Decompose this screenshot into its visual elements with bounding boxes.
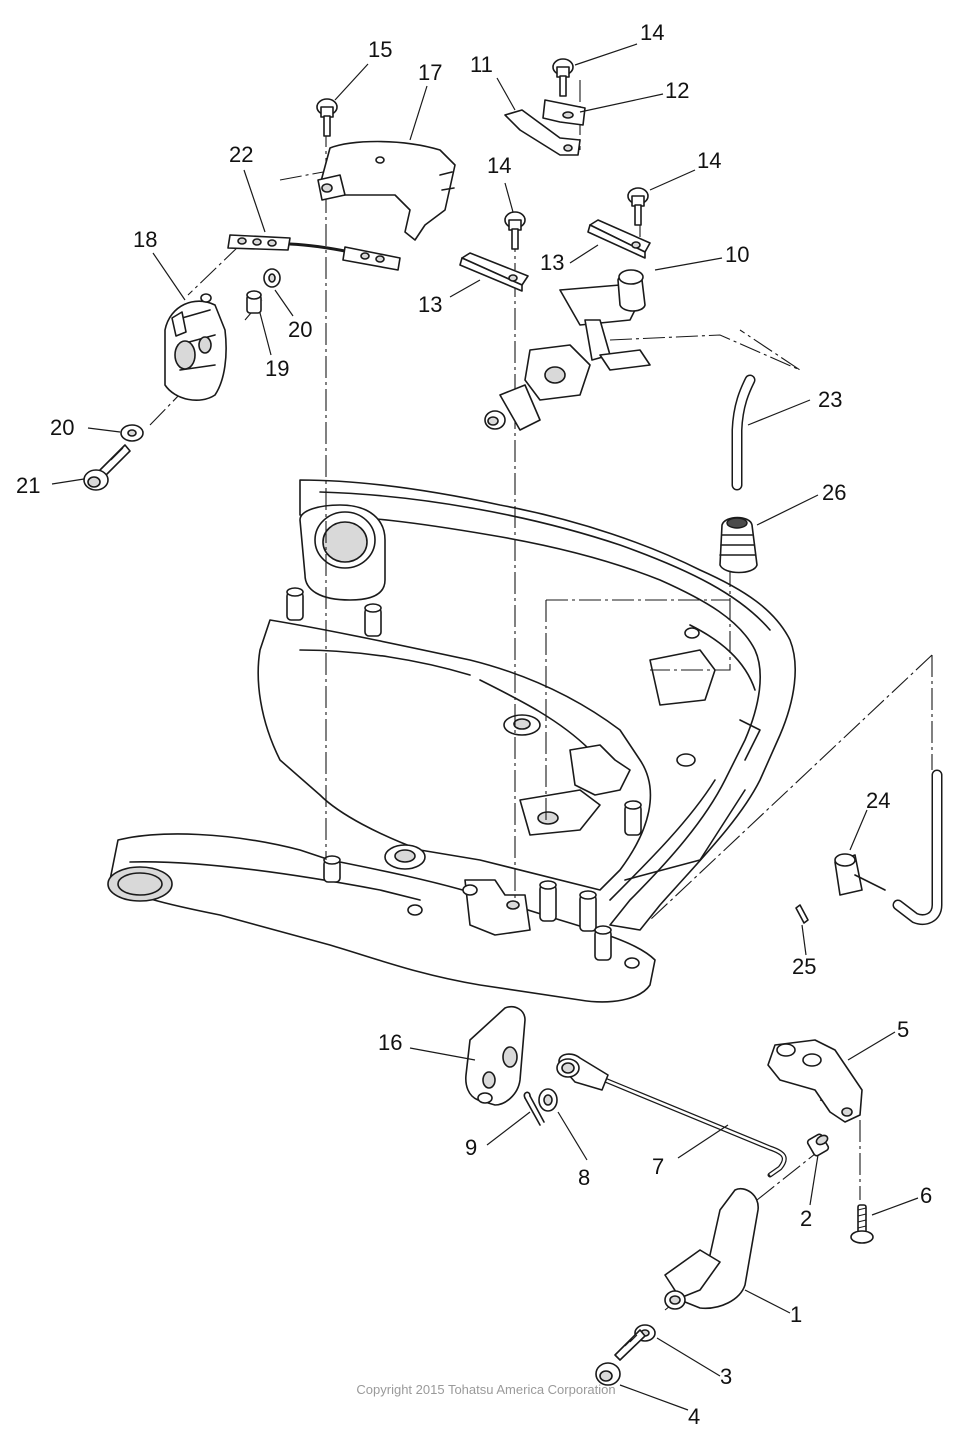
part-24-lower-hose [892,769,943,925]
callout-12: 12 [665,78,689,103]
callout-14-top: 14 [640,20,664,45]
callout-1: 1 [790,1302,802,1327]
callout-8: 8 [578,1165,590,1190]
callout-14-left: 14 [487,153,511,178]
callout-21: 21 [16,473,40,498]
callout-15: 15 [368,37,392,62]
callout-26: 26 [822,480,846,505]
part-4-bolt [595,1329,646,1386]
callout-24: 24 [866,788,890,813]
callout-7: 7 [652,1154,664,1179]
part-16-cover-plate [465,1005,526,1106]
callout-13-right: 13 [540,250,564,275]
part-5-bracket [767,1039,863,1123]
part-26-grommet [719,516,758,574]
part-13-plate-right [587,219,651,259]
callout-14-right: 14 [697,148,721,173]
part-14-bolt-right [627,187,649,226]
part-7-shift-rod [556,1053,787,1178]
callout-20-lower: 20 [50,415,74,440]
part-14-bolt-top [552,58,574,97]
part-19-collar [246,290,262,314]
bottom-cowl-housing [107,479,796,1003]
part-1-shift-lever [664,1188,759,1310]
callout-3: 3 [720,1364,732,1389]
callout-17: 17 [418,60,442,85]
part-6-bolt [850,1204,874,1244]
part-21-bolt [83,444,131,491]
part-23-hose [731,374,756,491]
callout-23: 23 [818,387,842,412]
callout-22: 22 [229,142,253,167]
part-9-cotter-pin [523,1091,545,1126]
callout-25: 25 [792,954,816,979]
callout-10: 10 [725,242,749,267]
callout-leader-lines [51,43,919,1411]
part-22-link-rod [227,234,401,271]
part-11-clamp-plate [504,109,581,156]
part-12-clip [542,99,586,126]
callout-numbers: 1 2 3 4 5 6 7 8 9 10 11 12 13 13 14 14 1… [16,20,932,1429]
callout-5: 5 [897,1017,909,1042]
part-13-plate-left [459,252,529,292]
copyright-notice: Copyright 2015 Tohatsu America Corporati… [356,1382,615,1397]
callout-9: 9 [465,1135,477,1160]
part-20-washer-upper [263,268,281,288]
part-17-bracket [317,140,456,241]
callout-2: 2 [800,1206,812,1231]
callout-11: 11 [470,52,493,77]
part-20-washer-lower [120,424,144,442]
callout-6: 6 [920,1183,932,1208]
part-2-collar [806,1133,830,1157]
part-18-lever-housing [164,293,227,401]
callout-13-left: 13 [418,292,442,317]
part-25-pin [795,904,809,924]
part-10-shift-shaft [484,269,651,431]
callout-4: 4 [688,1404,700,1429]
callout-19: 19 [265,356,289,381]
part-14-bolt-left [504,211,526,250]
callout-20-upper: 20 [288,317,312,342]
callout-18: 18 [133,227,157,252]
part-15-bolt [316,98,338,137]
part-24-fitting [834,853,886,896]
part-8-washer [538,1088,558,1112]
callout-16: 16 [378,1030,402,1055]
